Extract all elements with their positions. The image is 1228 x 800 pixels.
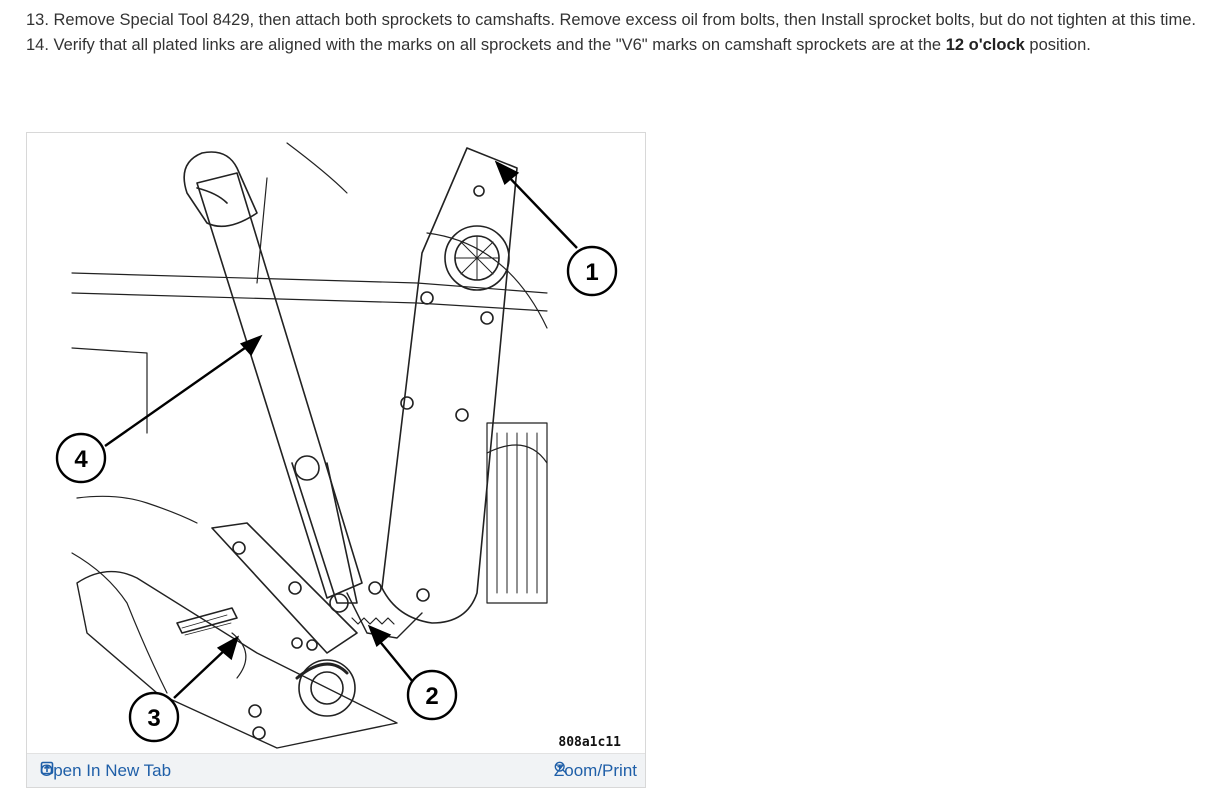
callout-3: 3 [147,705,160,732]
callout-4: 4 [74,446,88,473]
figure-code: 808a1c11 [558,735,621,750]
step-14: 14. Verify that all plated links are ali… [26,36,1091,54]
zoom-print-label: Zoom/Print [553,761,637,780]
callout-4-circle [55,432,107,484]
emphasis-12-oclock: 12 o'clock [945,36,1025,54]
callout-1: 1 [585,259,598,286]
callout-1-circle [566,245,618,297]
procedure-steps: 13. Remove Special Tool 8429, then attac… [26,8,1222,58]
callout-3-circle [128,691,180,743]
open-new-tab-icon [40,761,54,775]
callout-2: 2 [425,683,438,710]
illustration-panel: 1 2 3 4 808a1c11 Open In New Tab Zoom/Pr… [26,132,646,788]
step-13: 13. Remove Special Tool 8429, then attac… [26,11,1196,29]
timing-chain-illustration: 1 2 3 4 [55,142,618,749]
figure-toolbar: Open In New Tab Zoom/Print [27,753,645,787]
open-in-new-tab-label: Open In New Tab [40,761,172,780]
callout-2-circle [406,669,458,721]
zoom-print-link[interactable]: Zoom/Print [554,761,637,781]
zoom-icon [554,761,568,775]
open-in-new-tab-link[interactable]: Open In New Tab [40,761,171,781]
